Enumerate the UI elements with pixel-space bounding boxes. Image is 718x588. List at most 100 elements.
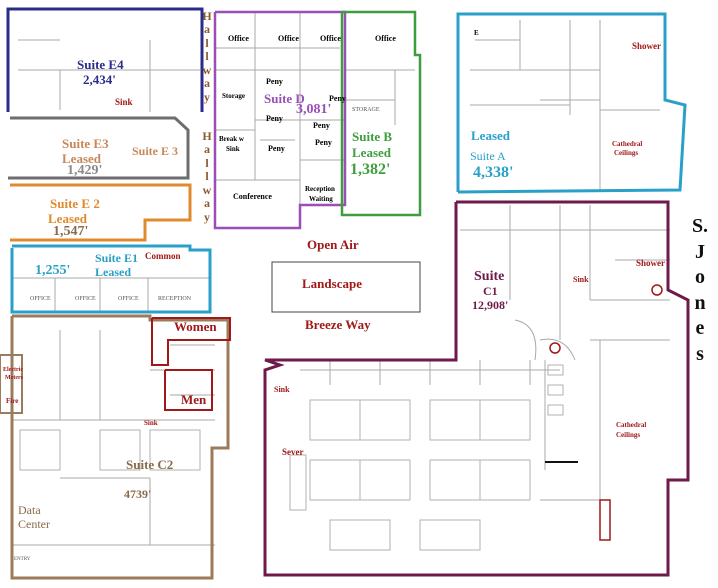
electric-room-outline bbox=[0, 354, 23, 414]
suite-e4-sink: Sink bbox=[115, 97, 133, 107]
hallway-letter: a bbox=[204, 76, 210, 91]
suite-e3-name: Suite E3 bbox=[62, 136, 109, 151]
hallway-letter: a bbox=[204, 22, 210, 37]
hallway-letter: a bbox=[204, 142, 210, 157]
street-letter: J bbox=[695, 240, 705, 263]
fire-label: Fire bbox=[6, 397, 19, 405]
suite-d-office-1: Office bbox=[228, 34, 249, 43]
suite-e2-status: Leased bbox=[48, 211, 87, 226]
suite-b-office: Office bbox=[375, 34, 396, 43]
suite-d-reception: Reception bbox=[305, 185, 335, 193]
open-air-label: Open Air bbox=[307, 237, 359, 252]
suite-d-peny-6: Peny bbox=[315, 138, 332, 147]
e1-reception: RECEPTION bbox=[158, 296, 191, 302]
restroom-men-outline bbox=[164, 369, 213, 411]
street-letter: o bbox=[695, 266, 705, 289]
suite-d-peny-4: Peny bbox=[313, 121, 330, 130]
suite-e1-outline bbox=[10, 244, 212, 314]
hallway-letter: l bbox=[205, 155, 209, 170]
street-letter: s bbox=[696, 342, 704, 365]
suite-d-peny-5: Peny bbox=[268, 144, 285, 153]
hallway-letter: H bbox=[202, 9, 212, 23]
suite-e3-alt-name: Suite E 3 bbox=[132, 144, 179, 158]
electric-label-1: Electric bbox=[3, 367, 23, 373]
suite-c1-ceilings-2: Ceilings bbox=[616, 431, 641, 439]
suite-b-size: 1,382' bbox=[350, 161, 391, 178]
suite-b-status: Leased bbox=[352, 145, 391, 160]
suite-d-office-2: Office bbox=[278, 34, 299, 43]
electric-label-2: Meters bbox=[5, 375, 23, 381]
suite-a-size: 4,338' bbox=[473, 164, 514, 181]
suite-d-waiting: Waiting bbox=[309, 195, 333, 203]
suite-d-peny-1: Peny bbox=[266, 77, 283, 86]
suite-e3-status: Leased bbox=[62, 151, 101, 166]
suite-d-peny-3: Peny bbox=[266, 114, 283, 123]
suite-d-storage: Storage bbox=[222, 92, 245, 100]
suite-c1-name: Suite bbox=[474, 269, 505, 284]
suite-a-outline bbox=[456, 12, 687, 194]
hallway-letter: l bbox=[205, 169, 209, 184]
suite-e1-status: Leased bbox=[95, 265, 131, 279]
suite-d-break: Break w bbox=[219, 135, 244, 143]
hallway-letter: l bbox=[205, 49, 209, 64]
suite-e4-size: 2,434' bbox=[83, 72, 116, 87]
suite-a-ceilings-1: Cathedral bbox=[612, 140, 643, 148]
landscape-label: Landscape bbox=[302, 276, 362, 291]
suite-c2-size: 4739' bbox=[124, 487, 152, 501]
suite-e4-name: Suite E4 bbox=[77, 57, 124, 72]
suite-c1-sink-2: Sink bbox=[274, 385, 290, 394]
interior-walls bbox=[12, 12, 670, 546]
suite-c1-ceilings-1: Cathedral bbox=[616, 421, 647, 429]
suite-e3-outline bbox=[8, 116, 190, 180]
suite-d-size: 3,081' bbox=[296, 102, 332, 117]
street-letter: n bbox=[694, 291, 706, 314]
suite-e1-name: Suite E1 bbox=[95, 251, 139, 265]
suite-c1-outline bbox=[263, 200, 690, 577]
suite-c1-sink-1: Sink bbox=[573, 275, 589, 284]
hallway-letter: H bbox=[202, 129, 212, 143]
hallway-letter: w bbox=[202, 182, 212, 197]
suite-e1-size: 1,255' bbox=[35, 263, 71, 278]
suite-c2-sink: Sink bbox=[144, 419, 158, 427]
suite-c1-shower: Shower bbox=[636, 258, 665, 268]
breeze-way-label: Breeze Way bbox=[305, 317, 371, 332]
hallway-letter: y bbox=[204, 89, 210, 104]
suite-c2-name: Suite C2 bbox=[126, 457, 174, 472]
street-label: S. J o n e s bbox=[688, 214, 712, 368]
restroom-women-label: Women bbox=[174, 319, 217, 334]
hallway-letter: w bbox=[202, 62, 212, 77]
suite-d-name: Suite D bbox=[264, 91, 305, 106]
suite-a-name: Suite A bbox=[470, 149, 506, 163]
data-center-label-1: Data bbox=[18, 503, 41, 517]
suite-d-peny-2: Peny bbox=[329, 94, 346, 103]
suite-c1-name2: C1 bbox=[483, 284, 498, 298]
suite-d-office-3: Office bbox=[320, 34, 341, 43]
restroom-women-outline bbox=[151, 317, 231, 366]
suite-c2-outline bbox=[10, 314, 230, 580]
workstations bbox=[19, 364, 564, 551]
landscape-planter bbox=[271, 261, 421, 313]
e1-office-1: OFFICE bbox=[30, 296, 51, 302]
suite-d-sink: Sink bbox=[226, 145, 240, 153]
suite-b-storage: STORAGE bbox=[352, 107, 380, 113]
suite-c1-size: 12,908' bbox=[472, 298, 509, 312]
hallway-letter: l bbox=[205, 35, 209, 50]
suite-b-name: Suite B bbox=[352, 129, 393, 144]
suite-a-ceilings-2: Ceilings bbox=[614, 149, 639, 157]
suite-b-outline bbox=[340, 10, 422, 217]
street-letter: S. bbox=[691, 215, 709, 237]
suite-e2-size: 1,547' bbox=[53, 224, 89, 239]
data-center-label-2: Center bbox=[18, 517, 50, 531]
suite-c1-server: Sever bbox=[282, 447, 304, 457]
suite-a-status: Leased bbox=[471, 128, 510, 143]
suite-d-conference: Conference bbox=[233, 192, 272, 201]
suite-c2-entry: ENTRY bbox=[14, 557, 31, 562]
hallway-letter: y bbox=[204, 209, 210, 224]
e1-common-label: Common bbox=[145, 251, 181, 261]
suite-a-e: E bbox=[474, 29, 479, 37]
